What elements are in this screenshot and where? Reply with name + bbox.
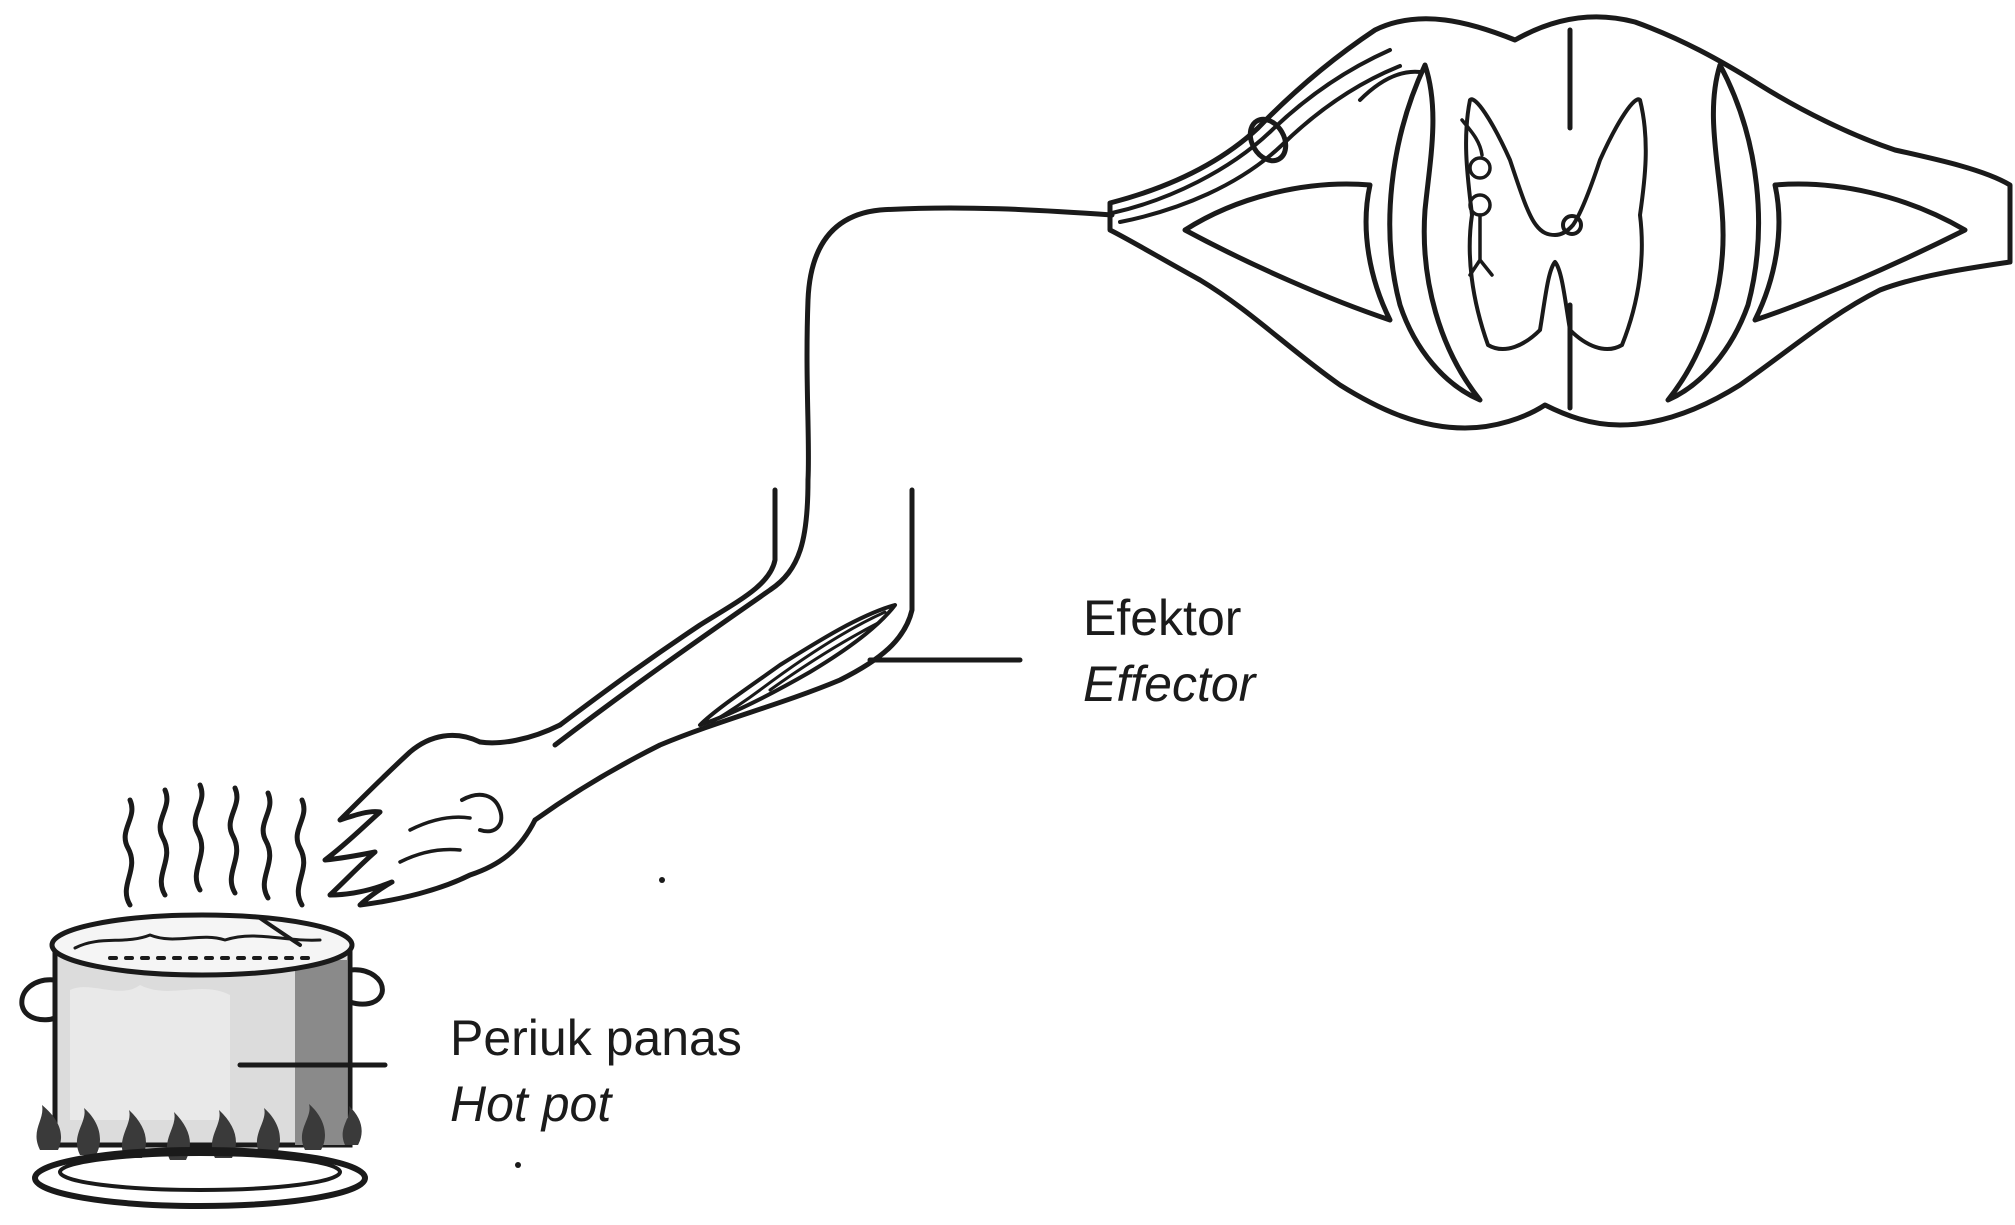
sensory-nerve-fibre: [807, 208, 1112, 480]
effector-muscle-inner-2: [770, 622, 880, 690]
hot-pot: [22, 785, 383, 1206]
pot-dark-band: [295, 960, 347, 1145]
effector-label: Efektor Effector: [1083, 585, 1255, 717]
speck: [659, 877, 665, 883]
finger-line-2: [400, 850, 460, 863]
arm: [325, 480, 912, 905]
finger-line-1: [410, 817, 470, 830]
spinal-cord-outline: [1110, 17, 2010, 428]
pot-rim: [52, 915, 352, 975]
left-ventral-region: [1185, 184, 1390, 320]
grey-matter: [1466, 99, 1646, 349]
hot-pot-label-malay: Periuk panas: [450, 1005, 742, 1071]
right-white-matter: [1668, 65, 1759, 400]
steam-icon: [125, 785, 304, 905]
pot-right-handle: [350, 970, 382, 1004]
palm-crease: [462, 795, 501, 832]
effector-label-malay: Efektor: [1083, 585, 1255, 651]
effector-label-english: Effector: [1083, 651, 1255, 717]
dorsal-root-ganglion: [1243, 113, 1293, 167]
stove-burner-inner: [60, 1154, 340, 1190]
pot-texture: [70, 985, 230, 1120]
hot-pot-label-english: Hot pot: [450, 1071, 742, 1137]
spinal-cord-cross-section: [1110, 17, 2010, 428]
pot-left-handle: [22, 980, 55, 1020]
stove-burner: [35, 1150, 365, 1206]
speck: [515, 1162, 521, 1168]
upper-arm-front: [535, 490, 912, 820]
forearm: [480, 725, 560, 743]
hot-pot-label: Periuk panas Hot pot: [450, 1005, 742, 1137]
